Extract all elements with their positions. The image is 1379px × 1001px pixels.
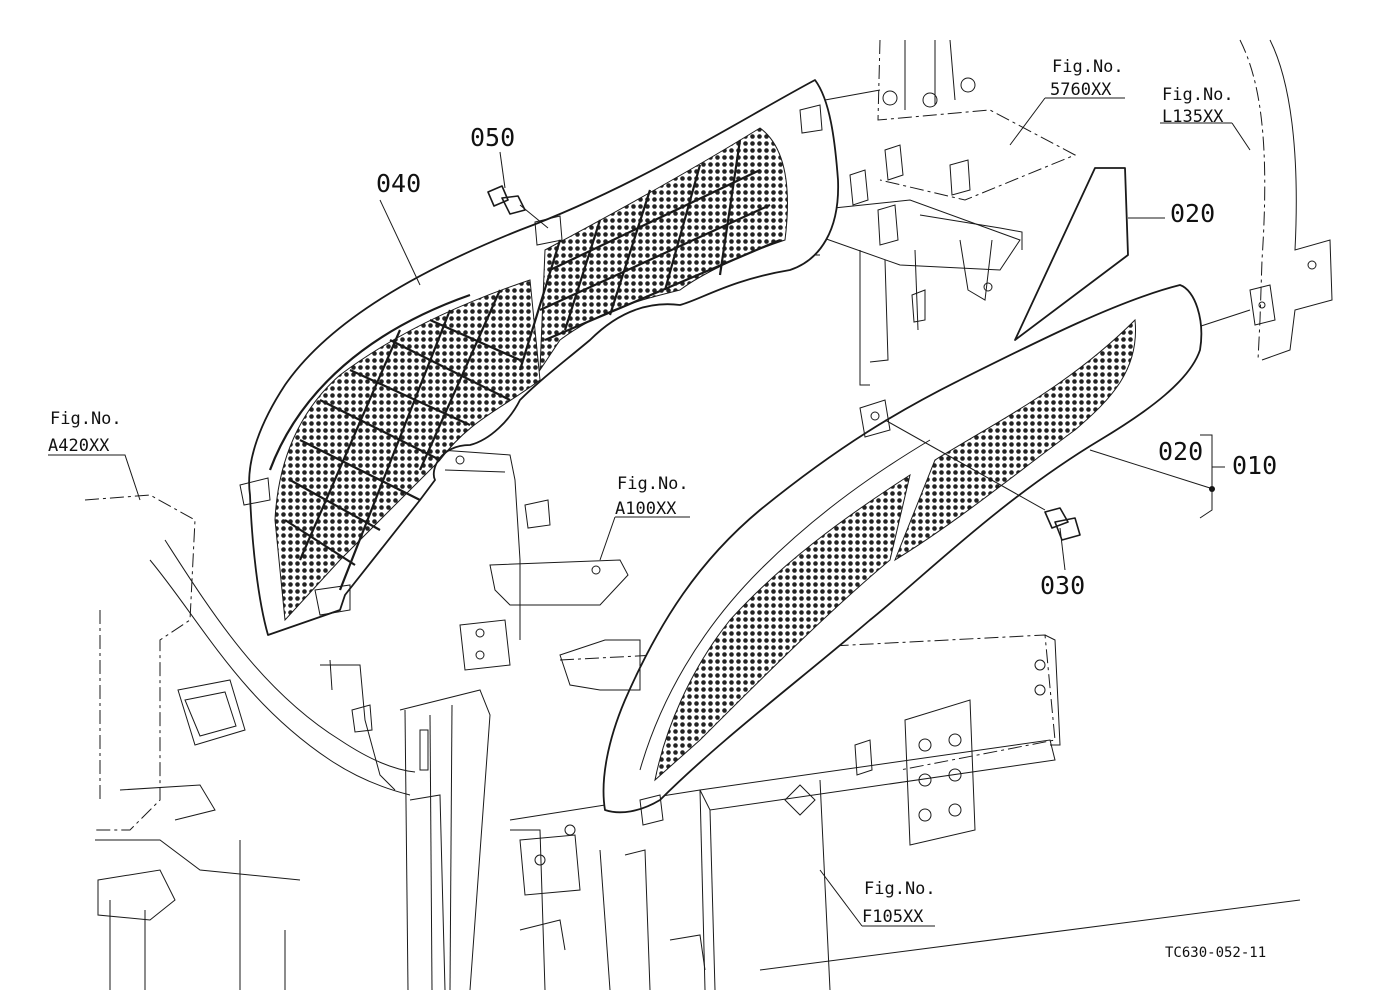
fig-ref-L135XX-line2: L135XX [1162, 107, 1224, 127]
fig-ref-F105XX[interactable]: Fig.No. F105XX [862, 879, 936, 927]
part-number-010: 010 [1232, 451, 1277, 480]
grille-panel-040[interactable] [239, 79, 839, 636]
part-number-020-lower: 020 [1158, 437, 1203, 466]
fig-ref-F105XX-line2: F105XX [862, 907, 924, 927]
part-number-020-upper: 020 [1170, 199, 1215, 228]
fig-ref-A100XX-line2: A100XX [615, 499, 677, 519]
fig-ref-A100XX-line1: Fig.No. [617, 474, 689, 494]
fender-frame-left [84, 494, 416, 990]
fig-ref-A420XX[interactable]: Fig.No. A420XX [48, 409, 122, 456]
bolt-050[interactable] [487, 185, 549, 229]
fig-ref-L135XX[interactable]: Fig.No. L135XX [1162, 85, 1234, 127]
fig-ref-5760XX[interactable]: Fig.No. 5760XX [1050, 57, 1124, 100]
part-number-030: 030 [1040, 571, 1085, 600]
side-frame-right [1194, 39, 1333, 361]
fig-ref-5760XX-line2: 5760XX [1050, 80, 1112, 100]
fig-ref-A100XX[interactable]: Fig.No. A100XX [615, 474, 689, 519]
mid-bracket [320, 449, 629, 791]
fig-ref-A420XX-line2: A420XX [48, 436, 110, 456]
fig-ref-A420XX-line1: Fig.No. [50, 409, 122, 429]
fig-ref-L135XX-line1: Fig.No. [1162, 85, 1234, 105]
drawing-code: TC630-052-11 [1165, 945, 1266, 961]
part-number-050: 050 [470, 123, 515, 152]
part-number-040: 040 [376, 169, 421, 198]
fig-ref-5760XX-line1: Fig.No. [1052, 57, 1124, 77]
upper-bracket-assembly [794, 39, 1077, 386]
bolt-030[interactable] [884, 419, 1081, 541]
leader-lines [48, 97, 1251, 927]
grille-assembly-010[interactable] [559, 284, 1203, 826]
center-post [399, 689, 491, 991]
fig-ref-F105XX-line1: Fig.No. [864, 879, 936, 899]
wedge-panel-020[interactable] [1014, 167, 1129, 341]
